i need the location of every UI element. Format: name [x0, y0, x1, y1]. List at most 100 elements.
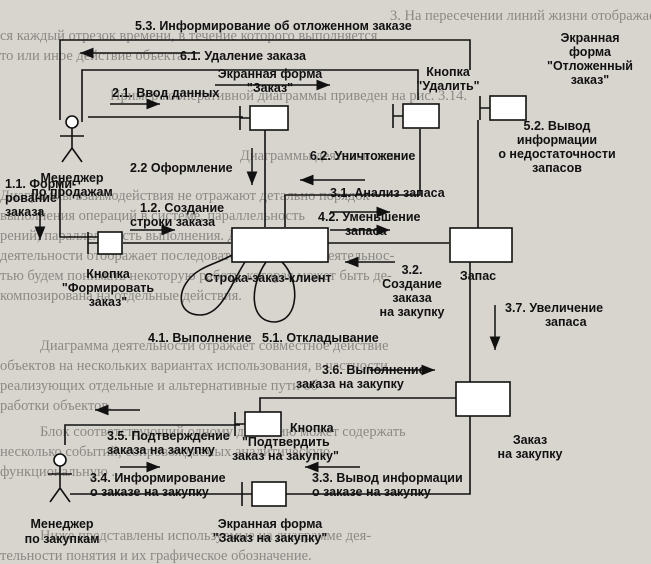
bg-line: Ниже представлены используемые на диагра… [40, 528, 371, 544]
connections [59, 39, 479, 495]
sales-manager-label: Менеджер [40, 171, 103, 185]
entity-order-line [231, 227, 329, 263]
loop-4-1 [180, 254, 246, 316]
btn-delete-label: "Удалить" [416, 79, 479, 93]
form-postponed-label: заказ" [571, 73, 610, 87]
msg-3-3: о заказе на закупку [312, 485, 431, 499]
msg-3-5: заказа на закупку [107, 443, 215, 457]
bg-line: тельности понятия и их графическое обозн… [0, 548, 312, 564]
msg-5-3: 5.3. Информирование об отложенном заказе [135, 19, 412, 33]
link-5-3 [59, 39, 471, 120]
sales-manager-label: по продажам [31, 185, 112, 199]
bg-line: тью будем понимать некоторую работу, кот… [0, 268, 392, 284]
form-order-label: "Заказ" [247, 81, 293, 95]
bg-line: деятельности отображает последовательнос… [0, 248, 394, 264]
form-purchase-order-label: "Заказ на закупку" [213, 531, 328, 545]
link-confirm-manager [64, 424, 240, 445]
actor-body [60, 128, 84, 163]
actor-body [48, 466, 72, 503]
form-postponed-label: форма [569, 45, 612, 59]
msg-1-2: 1.2. Создание [140, 201, 224, 215]
btn-confirm-label: Кнопка [290, 421, 335, 435]
msg-4-2: 4.2. Уменьшение [318, 210, 421, 224]
link-purchaseform-purchase [285, 415, 471, 495]
btn-confirm-label: "Подтвердить [242, 435, 330, 449]
btn-confirm-label: заказ на закупку" [232, 449, 339, 463]
entity-purchase-order [455, 381, 511, 417]
msg-2-1: 2.1. Ввод данных [112, 86, 219, 100]
msg-3-6: 3.6. Выполнение [322, 363, 426, 377]
actor-sales-manager [60, 115, 84, 163]
form-purchase-order-label: Экранная форма [218, 517, 324, 531]
boundary-btn-create-order [87, 231, 123, 255]
msg-6-2: 6.2. Уничтожение [310, 149, 415, 163]
entity-stock [449, 227, 513, 263]
actor-head [53, 453, 67, 467]
msg-4-2: запаса [345, 224, 388, 238]
msg-3-7: запаса [545, 315, 588, 329]
msg-5-2: информации [517, 133, 597, 147]
boundary-tick [87, 232, 98, 254]
msg-1-1: рование [5, 191, 57, 205]
link-6-1 [81, 69, 419, 122]
msg-3-7: 3.7. Увеличение [505, 301, 603, 315]
msg-5-2: о недостаточности [498, 147, 615, 161]
boundary-tick [241, 482, 252, 506]
bg-line: объектов на нескольких вариантах использ… [0, 358, 388, 374]
msg-3-1: 3.1. Анализ запаса [330, 186, 446, 200]
msg-1-1: заказа [5, 205, 45, 219]
link-purchase-confirm [259, 397, 456, 412]
form-postponed-label: Экранная [560, 31, 619, 45]
bg-line: Пример кооперативной диаграммы приведен … [110, 88, 467, 104]
entity-purchase-order-label: на закупку [498, 447, 563, 461]
boundary-form-purchase-order [241, 481, 287, 507]
entity-box [231, 227, 329, 263]
msg-2-2: 2.2 Оформление [130, 161, 233, 175]
entity-box [455, 381, 511, 417]
boundary-box [249, 105, 289, 131]
msg-3-4: о заказе на закупку [90, 485, 209, 499]
bg-line: несколько событий, сопровождаемых аналит… [0, 444, 330, 460]
purchase-manager-label: Менеджер [30, 517, 93, 531]
actor-head [65, 115, 79, 129]
msg-1-1: 1.1. Форми- [5, 177, 76, 191]
message-labels: 5.3. Информирование об отложенном заказе… [5, 19, 616, 499]
msg-3-6: заказа на закупку [296, 377, 404, 391]
message-arrows [34, 47, 510, 473]
msg-3-2: заказа [392, 291, 432, 305]
actor-purchase-manager [48, 453, 72, 503]
msg-1-2: строки заказа [130, 215, 216, 229]
boundary-tick [234, 412, 245, 436]
bg-line: Диаграмма деятельности отражает совместн… [40, 338, 388, 354]
boundary-box [251, 481, 287, 507]
form-postponed-label: "Отложенный [547, 59, 633, 73]
msg-3-2: на закупку [380, 305, 445, 319]
msg-3-2: 3.2. [402, 263, 423, 277]
boundary-box [489, 95, 527, 121]
boundary-form-order [239, 105, 289, 131]
entity-box [449, 227, 513, 263]
btn-create-order-label: "Формировать [62, 281, 154, 295]
entity-purchase-order-label: Заказ [513, 433, 547, 447]
bg-line: работки объектов. [0, 398, 112, 414]
bg-line: выполнения операций в системе, параллель… [0, 208, 305, 224]
purchase-manager-label: по закупкам [25, 532, 100, 546]
form-order-label: Экранная форма [218, 67, 324, 81]
bg-line: Диаграммы деятельности [240, 148, 399, 164]
boundary-btn-delete [392, 103, 440, 129]
msg-4-1: 4.1. Выполнение [148, 331, 252, 345]
btn-delete-label: Кнопка [426, 65, 471, 79]
msg-3-4: 3.4. Информирование [90, 471, 226, 485]
msg-3-5: 3.5. Подтверждение [107, 429, 230, 443]
boundary-box [244, 411, 282, 437]
boundary-tick [239, 106, 250, 130]
msg-5-2: запасов [532, 161, 582, 175]
link-delete-orderline [284, 129, 421, 227]
btn-create-order-label: заказ" [89, 295, 128, 309]
bg-line: реализующих отдельные и альтернативные п… [0, 378, 323, 394]
entity-order-line-label: Строка-заказ-клиент [204, 271, 331, 285]
bg-line: 3. На пересечении линий жизни отображает… [390, 8, 651, 24]
msg-6-1: 6.1. Удаление заказа [180, 49, 307, 63]
msg-5-1: 5.1. Откладывание [262, 331, 379, 345]
